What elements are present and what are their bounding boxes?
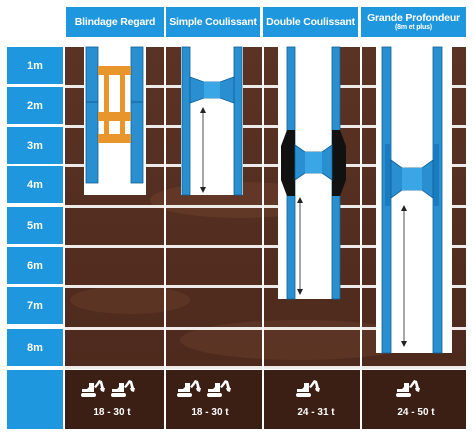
column-separator — [360, 47, 362, 429]
arrow-head-up — [200, 107, 206, 113]
trench-cavity — [181, 47, 243, 195]
trench-simple-coulissant — [181, 46, 243, 196]
soil-texture — [70, 286, 190, 314]
trench-grande-profondeur — [376, 46, 452, 354]
depth-label-8m: 8m — [7, 329, 63, 366]
depth-label-3m: 3m — [7, 127, 63, 164]
arrow-head-down — [401, 341, 407, 347]
depth-label-4m: 4m — [7, 166, 63, 203]
depth-label-7m: 7m — [7, 287, 63, 324]
column-header-double-coulissant: Double Coulissant — [263, 7, 358, 37]
strut-post — [104, 121, 109, 134]
tonnage-label: 24 - 50 t — [397, 407, 435, 418]
strut-orange — [98, 134, 131, 143]
depth-gridline — [65, 285, 466, 288]
panel-cap-left — [385, 144, 391, 206]
excavator-icon — [295, 378, 321, 405]
excavator-icon — [80, 378, 106, 405]
trench-blindage-regard — [84, 46, 146, 195]
roller-left — [281, 130, 295, 196]
depth-gridlines — [65, 47, 466, 429]
depth-gridline — [65, 164, 466, 167]
strut-post — [120, 75, 125, 112]
strut-orange — [98, 112, 131, 121]
trench-double-coulissant — [278, 46, 346, 300]
depth-gridline — [65, 366, 466, 369]
depth-label-5m: 5m — [7, 207, 63, 244]
excavator-icon — [110, 378, 136, 405]
column-separator — [164, 47, 166, 429]
arrow-head-down — [200, 187, 206, 193]
column-title: Blindage Regard — [74, 15, 156, 28]
excavator-icon — [395, 378, 421, 405]
column-title: Double Coulissant — [266, 15, 355, 28]
excavator-group-3 — [295, 378, 325, 405]
roller-right — [332, 130, 346, 196]
strut-orange — [98, 66, 131, 75]
depth-gridline — [65, 85, 466, 88]
shoring-panel-right — [233, 46, 243, 196]
arrow-head-up — [297, 197, 303, 203]
column-header-simple-coulissant: Simple Coulissant — [166, 7, 260, 37]
shoring-panel-left — [85, 46, 99, 184]
footer-band — [65, 370, 466, 429]
excavator-group-4 — [395, 378, 425, 405]
column-title: Grande Profondeur — [367, 11, 460, 24]
depth-label-1m: 1m — [7, 47, 63, 84]
column-title: Simple Coulissant — [169, 15, 257, 28]
arrow-head-up — [401, 205, 407, 211]
column-header-blindage-regard: Blindage Regard — [66, 7, 164, 37]
shoring-panel-right — [130, 46, 144, 184]
spreader-body — [305, 152, 322, 173]
excavator-icon — [176, 378, 202, 405]
tonnage-label: 18 - 30 t — [93, 407, 131, 418]
excavator-group-1 — [80, 378, 140, 405]
panel-cap-right — [433, 144, 439, 206]
depth-label-2m: 2m — [7, 87, 63, 124]
depth-gridline — [65, 327, 466, 330]
depth-gridline — [65, 245, 466, 248]
footer-left-block — [7, 370, 63, 429]
column-header-grande-profondeur: Grande Profondeur (8m et plus) — [361, 7, 466, 37]
column-separator — [262, 47, 264, 429]
excavator-group-2 — [176, 378, 236, 405]
depth-gridline — [65, 205, 466, 208]
arrow-head-down — [297, 289, 303, 295]
column-subtitle: (8m et plus) — [395, 23, 432, 31]
tonnage-label: 24 - 31 t — [297, 407, 335, 418]
strut-post — [104, 75, 109, 112]
spreader-body — [402, 168, 422, 190]
shoring-panel-left — [181, 46, 191, 196]
depth-label-6m: 6m — [7, 247, 63, 284]
depth-gridline — [65, 125, 466, 128]
tonnage-label: 18 - 30 t — [191, 407, 229, 418]
spreader-body — [204, 82, 220, 98]
strut-post — [120, 121, 125, 134]
excavator-icon — [206, 378, 232, 405]
